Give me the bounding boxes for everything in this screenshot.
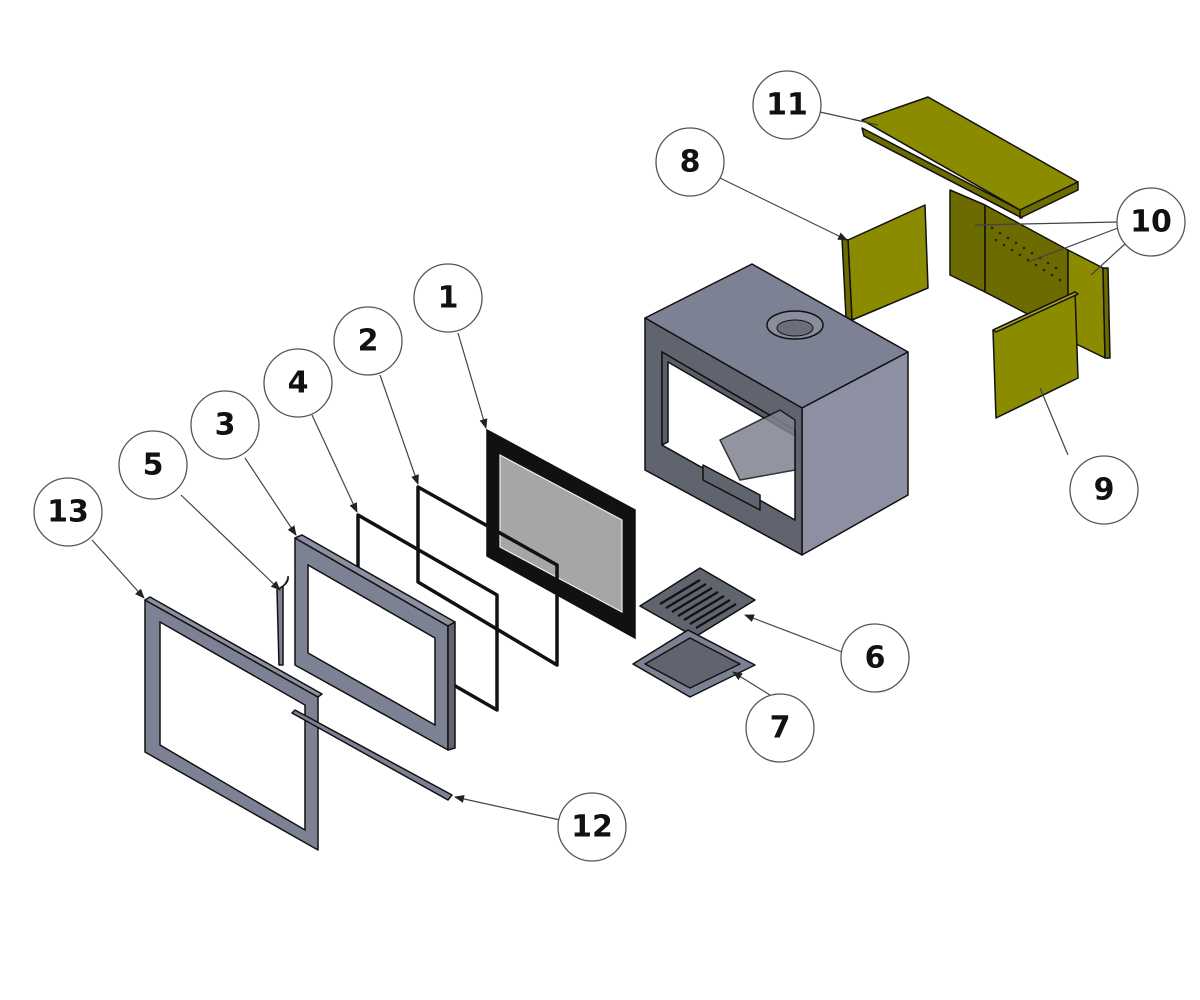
callout-label: 8 bbox=[680, 145, 701, 180]
callout-10: 10 bbox=[1116, 187, 1186, 257]
rear-brick-holes bbox=[990, 226, 1062, 282]
callout-11: 11 bbox=[752, 70, 822, 140]
callout-label: 2 bbox=[358, 324, 379, 359]
callout-label: 10 bbox=[1130, 205, 1172, 240]
part-door-frame bbox=[294, 534, 456, 751]
part-bottom-trim-bar bbox=[291, 709, 453, 801]
callout-label: 1 bbox=[438, 281, 459, 316]
callout-label: 5 bbox=[143, 448, 164, 483]
callout-6: 6 bbox=[840, 623, 910, 693]
part-ash-pan bbox=[632, 629, 756, 698]
callout-7: 7 bbox=[745, 693, 815, 763]
part-firebox-body bbox=[644, 263, 909, 556]
part-outer-surround-frame bbox=[144, 596, 323, 851]
part-side-brick-left bbox=[841, 204, 929, 321]
callout-2: 2 bbox=[333, 306, 403, 376]
callout-label: 4 bbox=[288, 366, 309, 401]
callout-label: 13 bbox=[47, 495, 89, 530]
part-baffle-plate bbox=[861, 96, 1079, 219]
part-door-handle bbox=[276, 575, 289, 666]
callout-label: 3 bbox=[215, 408, 236, 443]
callout-4: 4 bbox=[263, 348, 333, 418]
callout-13: 13 bbox=[33, 477, 103, 547]
callout-label: 12 bbox=[571, 810, 613, 845]
callout-9: 9 bbox=[1069, 455, 1139, 525]
leader-lines bbox=[91, 111, 1127, 821]
callout-1: 1 bbox=[413, 263, 483, 333]
callout-3: 3 bbox=[190, 390, 260, 460]
callout-5: 5 bbox=[118, 430, 188, 500]
callout-label: 11 bbox=[766, 88, 808, 123]
callout-label: 7 bbox=[770, 711, 791, 746]
part-side-brick-right bbox=[992, 291, 1079, 419]
callout-label: 9 bbox=[1094, 473, 1115, 508]
callout-8: 8 bbox=[655, 127, 725, 197]
part-grate bbox=[639, 567, 756, 638]
part-door-glass-panel bbox=[486, 428, 636, 640]
callout-label: 6 bbox=[865, 641, 886, 676]
callout-12: 12 bbox=[557, 792, 627, 862]
